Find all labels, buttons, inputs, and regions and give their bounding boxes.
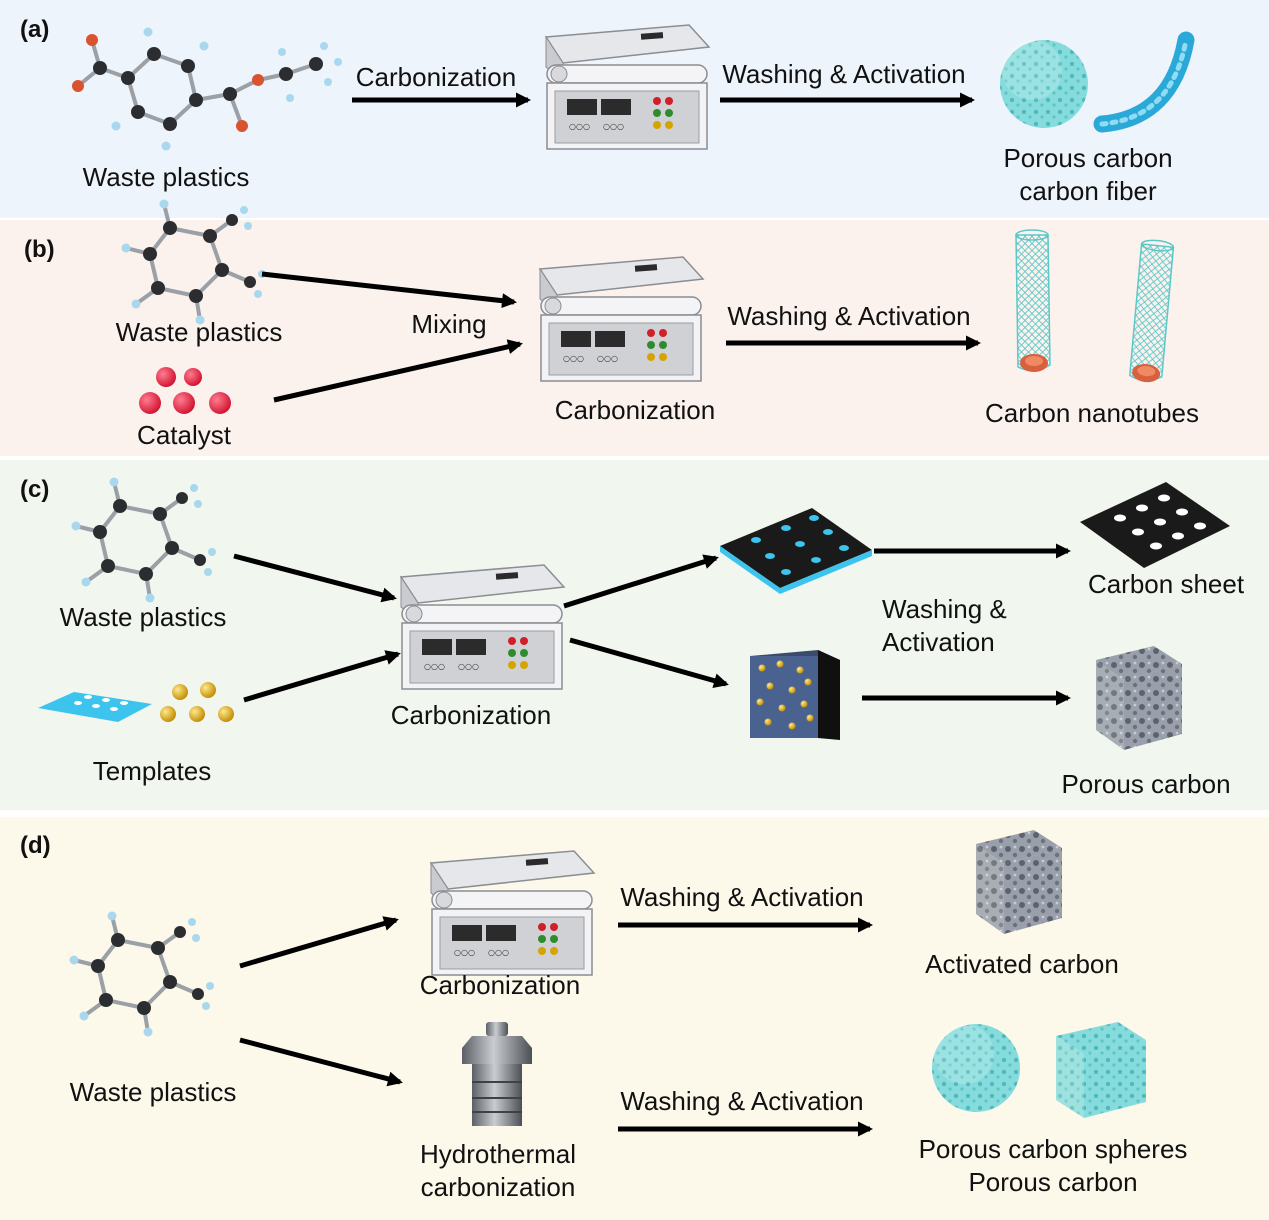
arrow-to-templated-sheet bbox=[563, 554, 719, 609]
panel-c-graphics bbox=[38, 475, 1230, 750]
arrow-to-templated-cube bbox=[569, 637, 729, 688]
washing-activation-label: Washing & Activation bbox=[727, 301, 971, 331]
catalyst-particles-icon bbox=[139, 367, 231, 414]
tube-furnace-icon bbox=[545, 24, 710, 150]
arrow-plastics-to-furnace bbox=[261, 271, 517, 309]
hydrothermal-reactor-icon bbox=[462, 1022, 532, 1126]
tube-furnace-icon bbox=[430, 850, 595, 976]
porous-carbon-label: Porous carbon bbox=[1003, 143, 1173, 173]
activated-carbon-cube-icon bbox=[976, 830, 1062, 934]
pet-molecule-icon bbox=[70, 25, 344, 153]
catalyst-label: Catalyst bbox=[137, 420, 231, 450]
waste-plastics-label: Waste plastics bbox=[82, 162, 250, 192]
washing-activation-label-bottom: Washing & Activation bbox=[620, 1086, 864, 1116]
arrow-to-furnace bbox=[239, 916, 399, 969]
porous-carbon-spheres-label: Porous carbon spheres bbox=[918, 1134, 1188, 1164]
templates-label: Templates bbox=[92, 756, 212, 786]
porous-carbon-cube-icon bbox=[1096, 646, 1182, 750]
carbon-sheet-icon bbox=[1080, 482, 1230, 568]
arrow-catalyst-to-furnace bbox=[273, 339, 523, 403]
carbon-sheet-label: Carbon sheet bbox=[1087, 569, 1245, 599]
template-sheet-icon bbox=[38, 692, 152, 722]
waste-plastics-label: Waste plastics bbox=[69, 1077, 237, 1107]
washing-activation-label: Washing & Activation bbox=[722, 59, 966, 89]
template-gold-particles-icon bbox=[160, 682, 234, 722]
benzene-molecule-icon bbox=[119, 197, 268, 327]
carbon-fiber-label: carbon fiber bbox=[1019, 176, 1157, 206]
porous-cyan-cube-icon bbox=[1056, 1022, 1146, 1118]
hydrothermal-carbonization-label: carbonization bbox=[420, 1172, 576, 1202]
nanotube-icon-2 bbox=[1126, 238, 1177, 385]
washing-activation-label-top: Washing & Activation bbox=[620, 882, 864, 912]
carbonization-label: Carbonization bbox=[554, 395, 716, 425]
activated-carbon-label: Activated carbon bbox=[925, 949, 1119, 979]
benzene-molecule-icon bbox=[67, 909, 216, 1039]
waste-plastics-label: Waste plastics bbox=[115, 317, 283, 347]
hydrothermal-label: Hydrothermal bbox=[419, 1139, 577, 1169]
porous-carbon-label: Porous carbon bbox=[968, 1167, 1138, 1197]
panel-a-label: (a) bbox=[20, 16, 50, 43]
benzene-molecule-icon bbox=[69, 475, 218, 605]
panel-b-label: (b) bbox=[24, 236, 55, 263]
panel-a-graphics bbox=[70, 24, 1195, 153]
arrow-plastics-to-furnace bbox=[233, 553, 397, 603]
mixing-label: Mixing bbox=[411, 309, 487, 339]
tube-furnace-icon bbox=[400, 564, 565, 690]
activation-label: Activation bbox=[882, 627, 995, 657]
waste-plastics-label: Waste plastics bbox=[59, 602, 227, 632]
carbonization-label: Carbonization bbox=[355, 62, 517, 92]
panel-b-graphics bbox=[119, 197, 1177, 414]
panel-d-label: (d) bbox=[20, 832, 51, 859]
carbon-fiber-icon bbox=[1093, 31, 1195, 133]
carbonization-label: Carbonization bbox=[390, 700, 552, 730]
carbonization-label: Carbonization bbox=[419, 970, 581, 1000]
arrow-templates-to-furnace bbox=[243, 650, 401, 703]
panel-c-label: (c) bbox=[20, 476, 50, 503]
templated-sheet-icon bbox=[720, 508, 872, 594]
carbon-nanotubes-label: Carbon nanotubes bbox=[985, 398, 1199, 428]
panel-c bbox=[0, 460, 1269, 810]
templated-cube-icon bbox=[750, 650, 840, 740]
porous-sphere-icon bbox=[1000, 40, 1088, 128]
arrow-to-reactor bbox=[239, 1037, 403, 1087]
tube-furnace-icon bbox=[539, 256, 704, 382]
porous-sphere-icon bbox=[932, 1024, 1020, 1112]
nanotube-icon-1 bbox=[1015, 229, 1051, 373]
porous-carbon-label: Porous carbon bbox=[1061, 769, 1231, 799]
washing-label: Washing & bbox=[882, 594, 1007, 624]
panel-d-graphics bbox=[67, 830, 1146, 1137]
